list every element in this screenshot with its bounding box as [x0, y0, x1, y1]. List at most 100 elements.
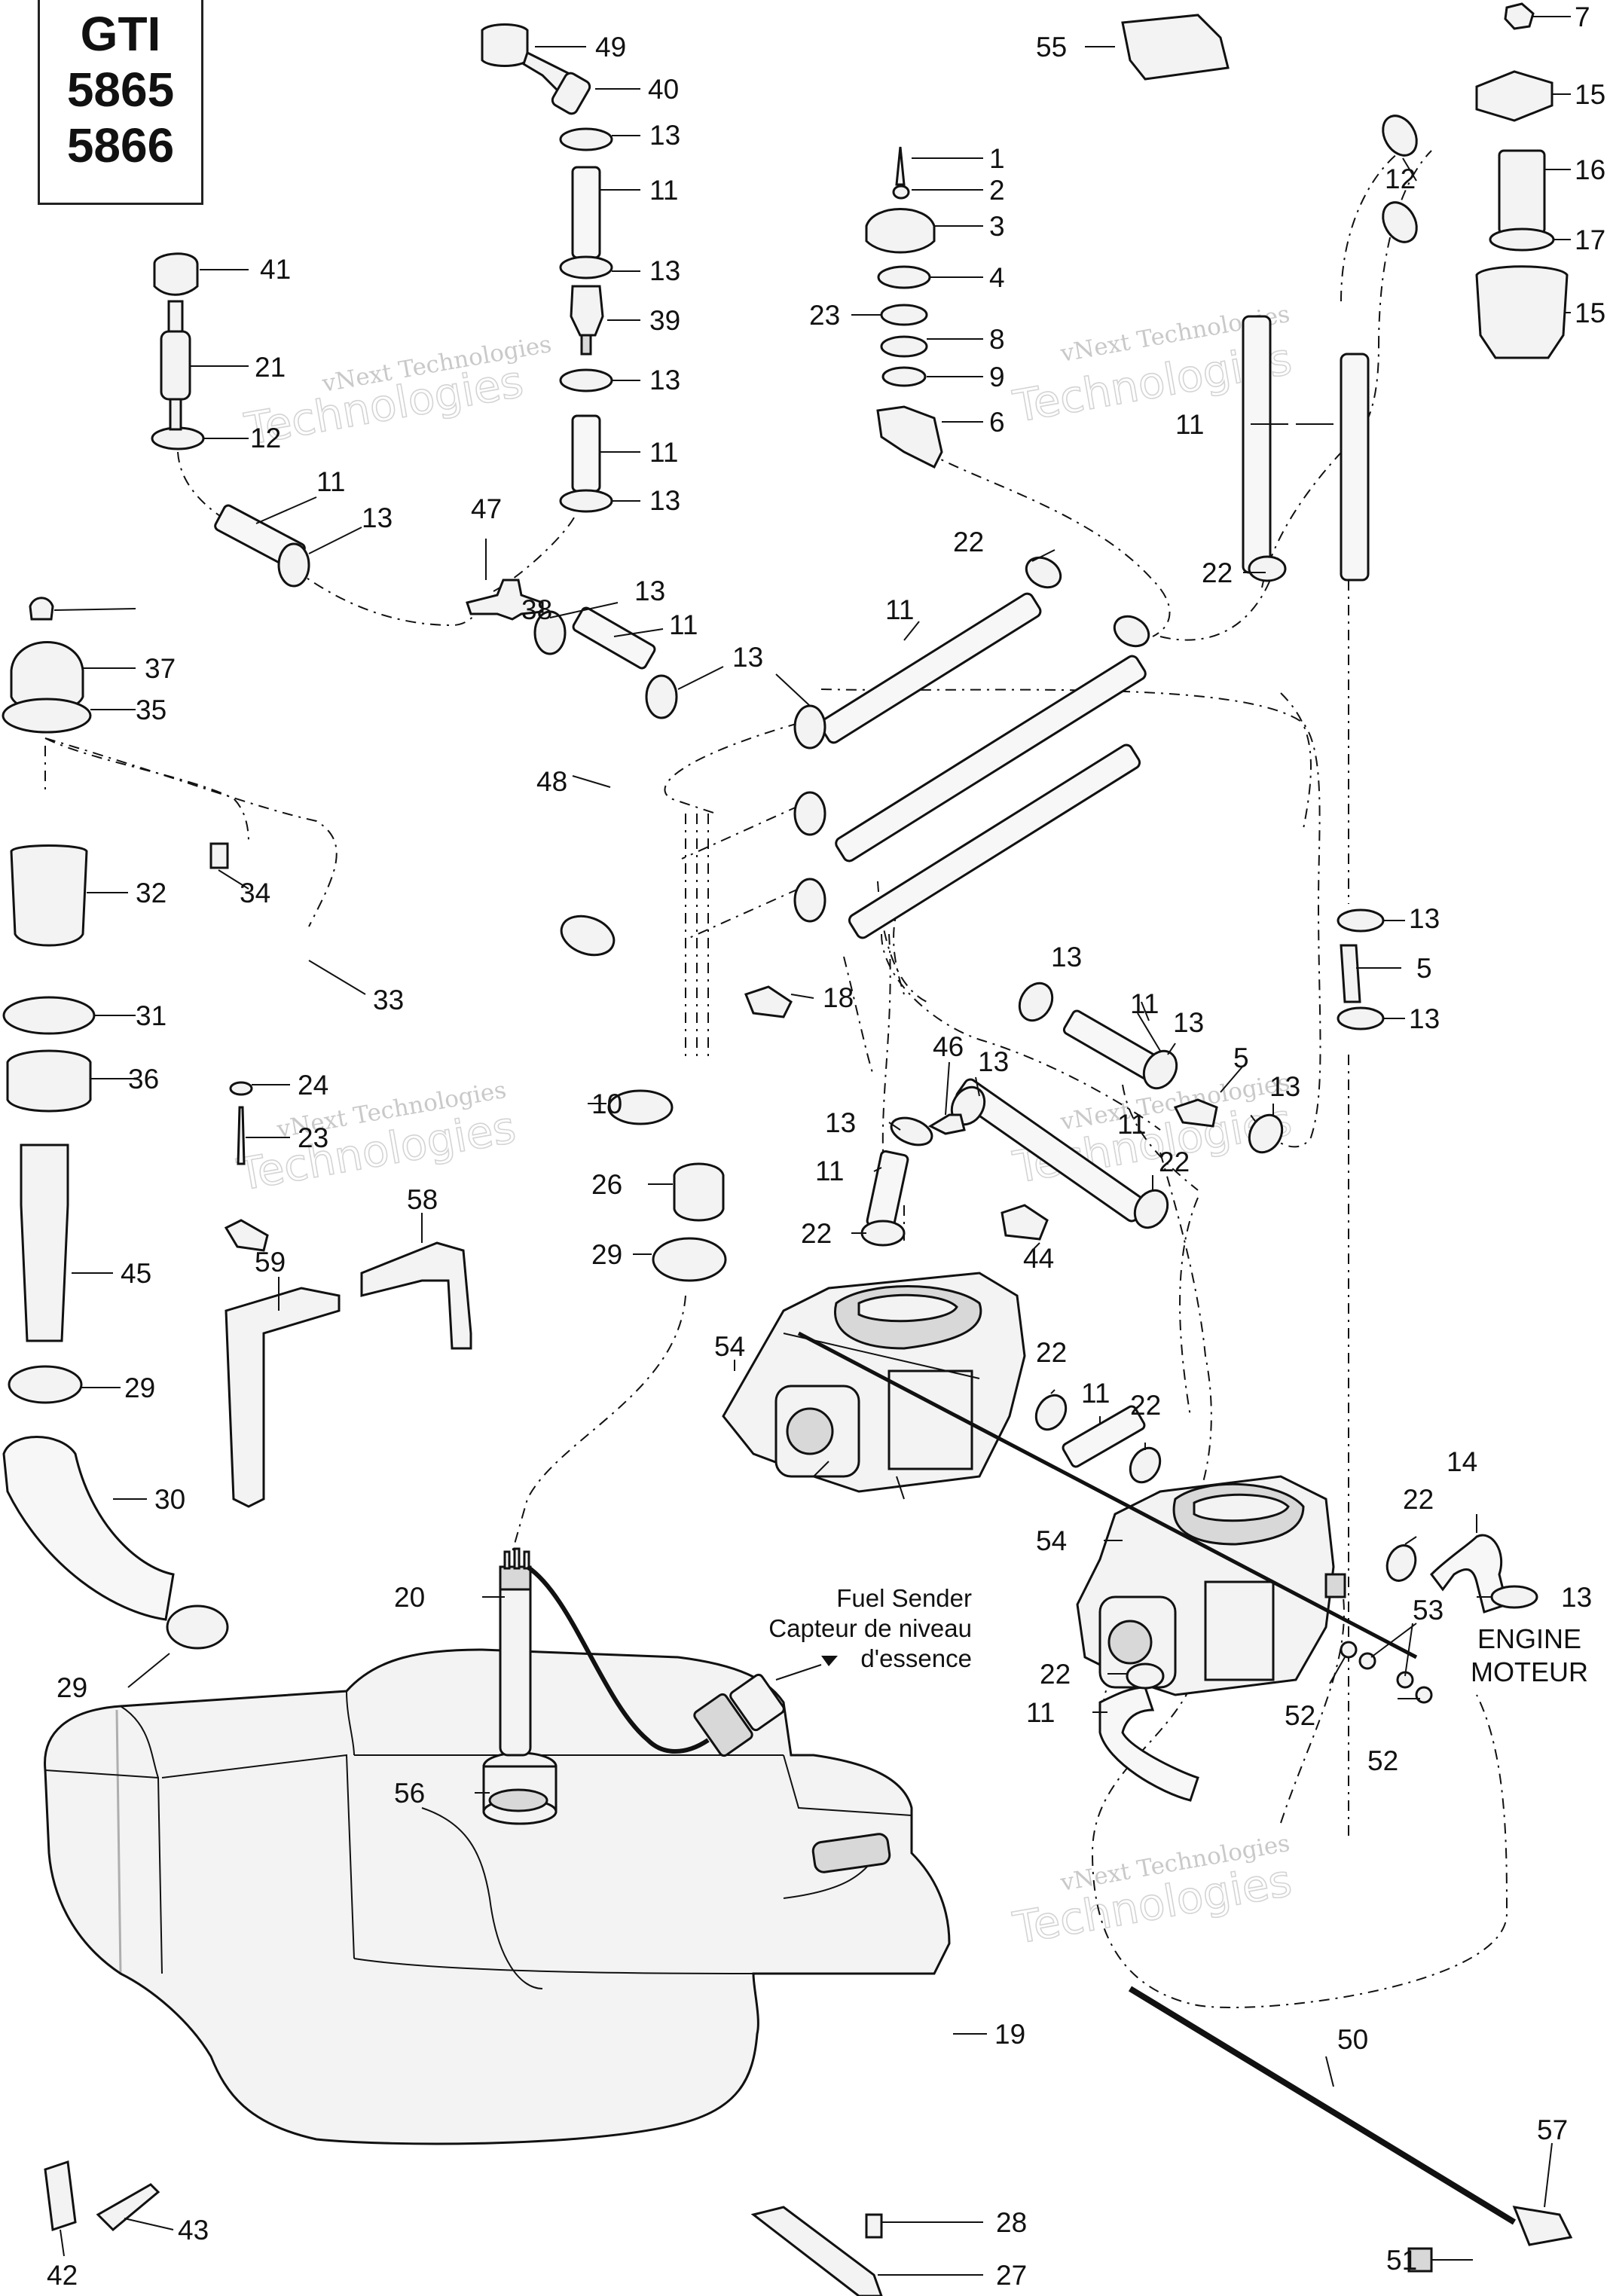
clamp-22 [860, 1220, 906, 1247]
hose-11 [571, 166, 601, 259]
hose-11 [848, 743, 1141, 939]
notes: Fuel Sender Capteur de niveau d'essence … [768, 1584, 1588, 1687]
clamp-13 [1490, 1585, 1538, 1609]
callout-27: 27 [996, 2260, 1027, 2291]
model-number-box: GTI 5865 5866 [38, 0, 203, 205]
callout-22: 22 [1202, 557, 1233, 588]
route-line [512, 1295, 686, 1553]
callout-28: 28 [996, 2207, 1027, 2238]
route-line [44, 737, 249, 844]
callout-3: 3 [989, 211, 1005, 242]
clamp-22 [1129, 1446, 1162, 1484]
nut-7 [1504, 2, 1535, 30]
route-line [1261, 346, 1379, 588]
callout-31: 31 [136, 1000, 166, 1031]
clamp-12 [1382, 114, 1418, 157]
clamp-13 [1337, 1006, 1385, 1030]
filler-neck-32 [10, 844, 88, 947]
fuel-sender-note-en: Fuel Sender [836, 1584, 972, 1612]
tether-38 [29, 597, 54, 621]
route-line [689, 888, 799, 939]
clip-55 [1121, 14, 1230, 81]
callout-13: 13 [649, 485, 680, 516]
callout-40: 40 [648, 74, 679, 105]
hose-group [214, 166, 1508, 1802]
tee-fitting-47 [466, 579, 544, 621]
model-number-5866: 5866 [66, 118, 175, 173]
callout-13: 13 [1409, 1003, 1440, 1034]
fuel-sender-note-fr: Capteur de niveau [768, 1614, 972, 1642]
callout-42: 42 [47, 2260, 78, 2291]
route-line [1091, 1687, 1508, 2008]
clamp-13 [1018, 982, 1054, 1022]
filter-housing-15 [1475, 70, 1553, 122]
callout-13: 13 [1051, 942, 1082, 972]
callout-13: 13 [634, 576, 665, 606]
clamp-22 [1034, 1394, 1068, 1431]
callout-13: 13 [649, 120, 680, 151]
hose-30 [2, 1436, 175, 1621]
clamp-22 [1126, 1662, 1165, 1690]
callout-20: 20 [394, 1582, 425, 1613]
callout-11: 11 [649, 175, 678, 206]
callout-23: 23 [809, 300, 840, 331]
route-line [1340, 150, 1402, 302]
callout-11: 11 [669, 609, 698, 640]
callout-19: 19 [994, 2019, 1025, 2050]
clamp-12 [1382, 201, 1418, 243]
callout-8: 8 [989, 324, 1005, 355]
hose-11 [835, 655, 1147, 863]
route-line [44, 737, 338, 927]
clamp-13 [645, 674, 678, 719]
callout-34: 34 [240, 878, 270, 908]
tie-18 [744, 985, 793, 1018]
o-ring-35 [2, 698, 92, 734]
callout-13: 13 [362, 502, 393, 533]
route-line [843, 956, 875, 1078]
callout-55: 55 [1036, 32, 1067, 63]
callout-48: 48 [536, 766, 567, 797]
callout-21: 21 [255, 352, 286, 383]
callout-13: 13 [649, 365, 680, 395]
filter-16 [1498, 149, 1546, 235]
callout-15: 15 [1575, 298, 1605, 328]
hose-11 [1340, 353, 1370, 582]
callout-11: 11 [316, 466, 345, 497]
clamp-22 [1133, 1189, 1169, 1229]
callout-22: 22 [801, 1218, 832, 1249]
hose-11 [1062, 1405, 1146, 1468]
washer-23 [880, 304, 928, 326]
carburetor-front [722, 1272, 1026, 1500]
callout-53: 53 [1413, 1595, 1444, 1626]
callout-11: 11 [1081, 1378, 1110, 1409]
hose-14 [1430, 1534, 1508, 1614]
hose-11 [1242, 315, 1272, 574]
rivet-23 [237, 1106, 246, 1165]
callout-49: 49 [595, 32, 626, 63]
callout-26: 26 [591, 1169, 622, 1200]
route-line [1159, 572, 1274, 641]
fitting-21 [167, 300, 184, 333]
callout-13: 13 [732, 642, 763, 673]
callout-15: 15 [1575, 79, 1605, 110]
callout-13: 13 [649, 255, 680, 286]
clamp-13 [1337, 908, 1385, 933]
washer-2 [892, 185, 910, 200]
callout-13: 13 [978, 1046, 1009, 1077]
cap-41 [153, 252, 199, 296]
callout-5: 5 [1233, 1043, 1249, 1073]
route-line [1280, 1581, 1345, 1824]
fitting-21 [169, 398, 182, 431]
gasket-31 [2, 996, 96, 1035]
callout-41: 41 [260, 254, 291, 285]
callout-54: 54 [1036, 1525, 1067, 1556]
clamp-13 [533, 610, 567, 655]
callout-16: 16 [1575, 154, 1605, 185]
callout-36: 36 [128, 1064, 159, 1095]
clamp-13 [890, 1116, 933, 1146]
callout-13: 13 [1173, 1007, 1204, 1038]
callout-50: 50 [1337, 2024, 1368, 2055]
clamp-29 [166, 1604, 229, 1650]
callout-22: 22 [1403, 1484, 1434, 1515]
